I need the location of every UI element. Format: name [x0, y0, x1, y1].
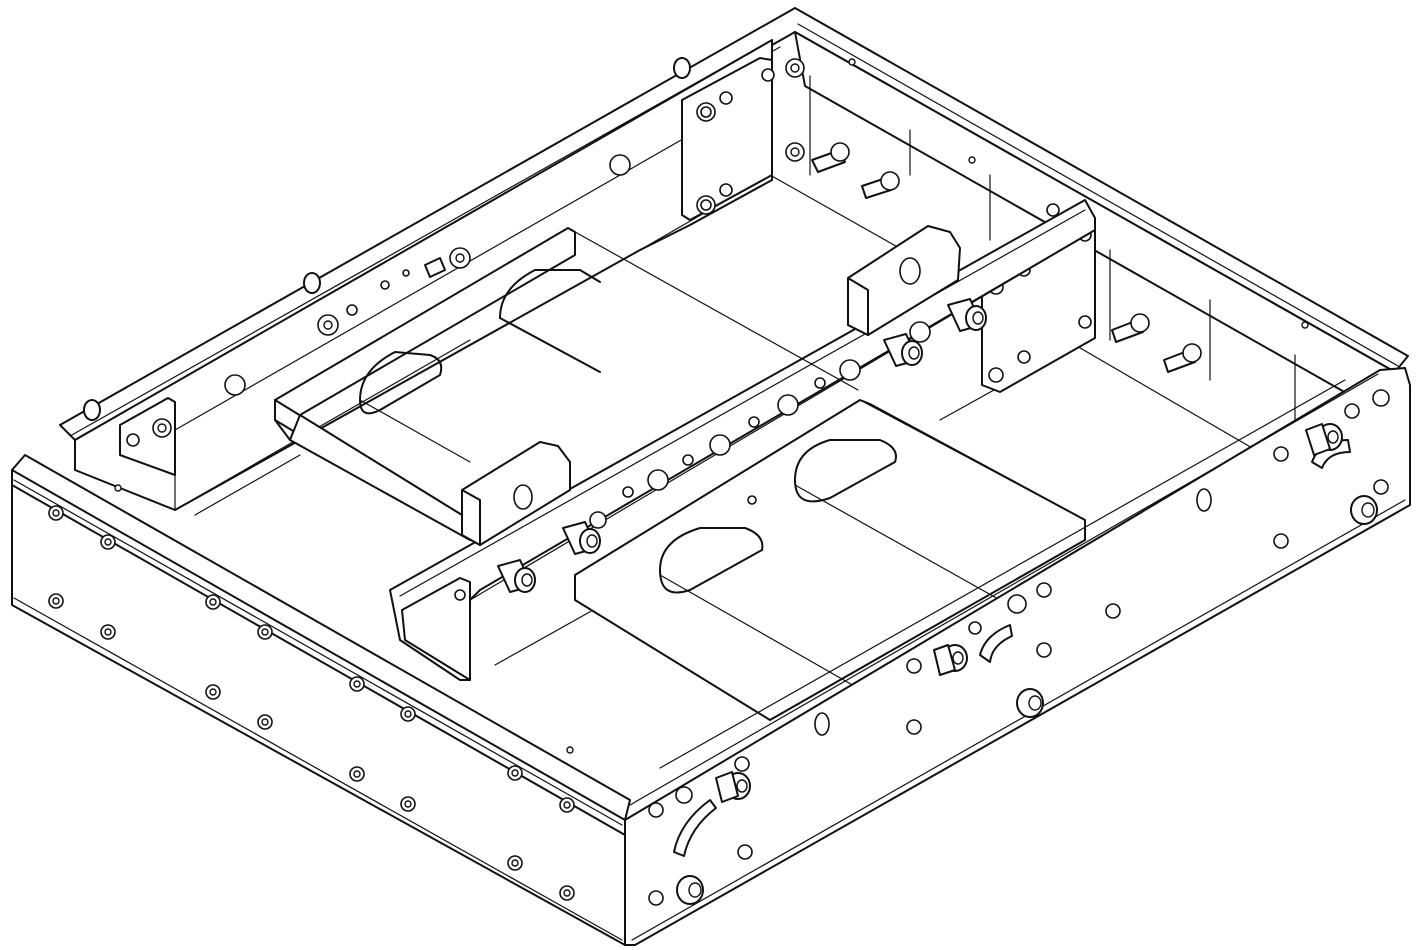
right-handle-tray	[574, 399, 1086, 721]
locking-pins	[676, 423, 1378, 905]
front-panel-screws	[48, 505, 575, 901]
beam-studs	[497, 298, 987, 593]
right-upper-handle-lug	[847, 225, 961, 336]
centre-beam	[389, 199, 1096, 681]
rear-left-bracket-plate	[681, 57, 773, 221]
front-left-bracket-plate	[119, 397, 176, 476]
front-long-panel	[11, 454, 631, 946]
mid-bracket-plate	[401, 577, 471, 681]
end-panel-holes	[648, 389, 1390, 906]
rear-rail-knobs	[83, 57, 1060, 421]
rear-nuts	[152, 58, 1202, 438]
right-end-panel	[624, 367, 1411, 946]
left-handle-lug	[461, 441, 571, 546]
